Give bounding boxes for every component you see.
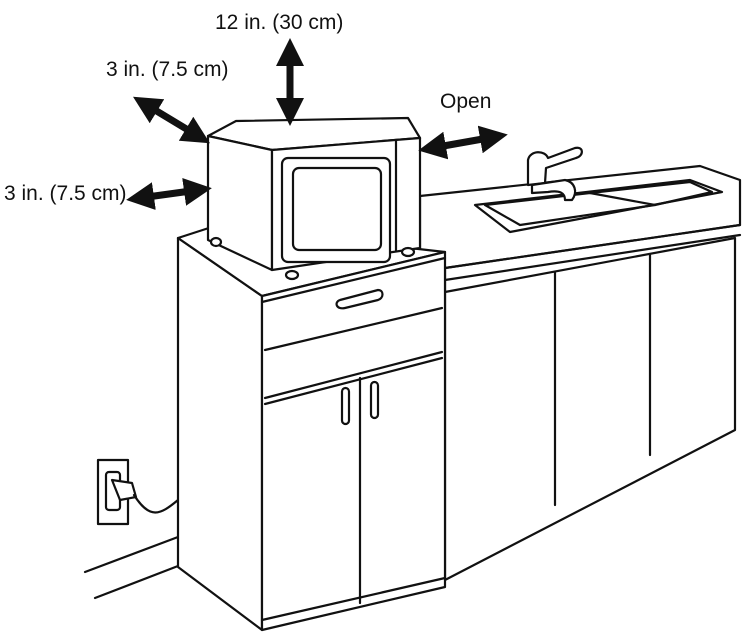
- side-clearance-lower-label: 3 in. (7.5 cm): [4, 182, 127, 205]
- counter-cabinets: [418, 164, 742, 582]
- floor-lines: [83, 535, 180, 600]
- door-handles-icon: [340, 380, 380, 426]
- top-clearance-label: 12 in. (30 cm): [215, 11, 343, 34]
- side-clearance-lower-arrow: [126, 178, 212, 210]
- open-label: Open: [440, 90, 491, 113]
- microwave-cabinet: [176, 224, 447, 632]
- faucet-icon: [526, 146, 583, 202]
- microwave-oven: [206, 116, 422, 281]
- clearance-arrows: [126, 38, 508, 210]
- side-clearance-upper-label: 3 in. (7.5 cm): [106, 58, 229, 81]
- side-clearance-upper-arrow: [133, 96, 210, 144]
- wall-outlet: [96, 458, 180, 526]
- open-clearance-arrow: [418, 125, 508, 160]
- drawer-handle-icon: [335, 288, 384, 310]
- sink: [473, 146, 724, 234]
